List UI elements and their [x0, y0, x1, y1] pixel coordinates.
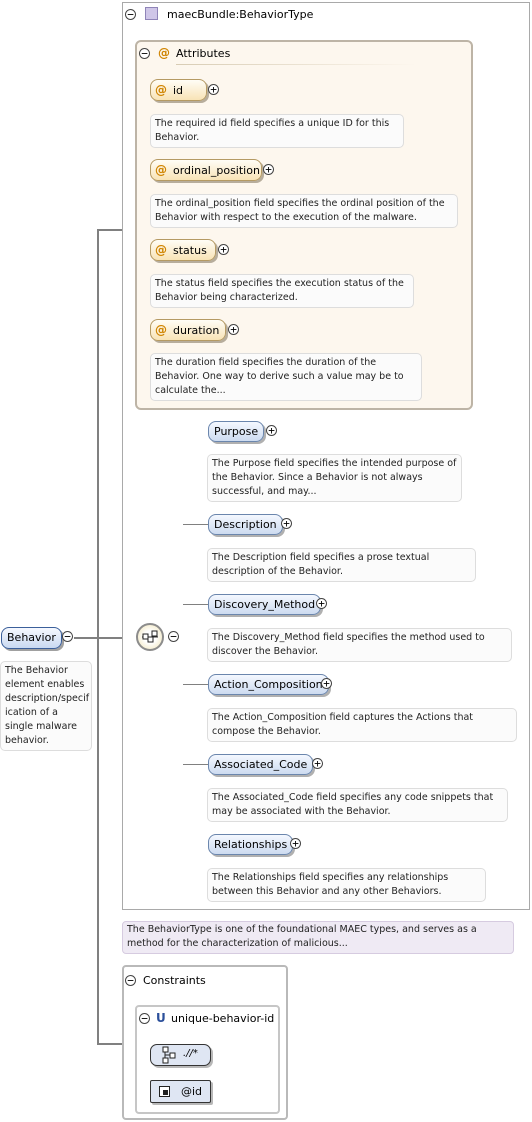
- element-purpose-expand-icon[interactable]: +: [266, 425, 277, 436]
- type-collapse-icon[interactable]: −: [125, 9, 136, 20]
- branch-line: [183, 524, 208, 525]
- constraints-collapse-icon[interactable]: −: [125, 975, 136, 986]
- sequence-compositor-icon[interactable]: [136, 623, 164, 651]
- element-action-composition-expand-icon[interactable]: +: [321, 678, 332, 689]
- attribute-duration-doc: The duration field specifies the duratio…: [150, 353, 422, 401]
- root-connector-h: [74, 637, 136, 639]
- element-associated-code[interactable]: Associated_Code: [208, 754, 314, 775]
- attribute-duration-label: duration: [173, 324, 220, 337]
- at-icon: @: [155, 243, 167, 257]
- attribute-id-expand-icon[interactable]: +: [208, 84, 219, 95]
- attribute-status-expand-icon[interactable]: +: [218, 244, 229, 255]
- constraints-header: Constraints: [143, 974, 206, 987]
- element-description[interactable]: Description: [208, 514, 283, 535]
- selector-box[interactable]: .//*: [150, 1044, 211, 1066]
- attributes-header-rule: [176, 64, 416, 65]
- type-bracket-v: [97, 230, 99, 1044]
- field-xpath: @id: [181, 1085, 203, 1098]
- attribute-ordinal-position-label: ordinal_position: [173, 164, 260, 177]
- attribute-id-label: id: [173, 84, 184, 97]
- unique-icon: U: [156, 1011, 166, 1025]
- at-icon: @: [155, 163, 167, 177]
- element-action-composition-doc: The Action_Composition field captures th…: [207, 708, 517, 742]
- element-description-doc: The Description field specifies a prose …: [207, 548, 476, 582]
- unique-collapse-icon[interactable]: −: [139, 1013, 150, 1024]
- type-doc: The BehaviorType is one of the foundatio…: [122, 921, 514, 954]
- attributes-collapse-icon[interactable]: −: [139, 48, 150, 59]
- branch-line: [183, 604, 208, 605]
- attribute-ordinal-position[interactable]: @ ordinal_position: [150, 159, 262, 181]
- attribute-status-doc: The status field specifies the execution…: [150, 274, 414, 308]
- attribute-status[interactable]: @ status: [150, 239, 216, 261]
- element-purpose-doc: The Purpose field specifies the intended…: [207, 454, 462, 502]
- selector-xpath: .//*: [183, 1048, 198, 1059]
- field-icon: [159, 1086, 170, 1097]
- at-icon: @: [155, 83, 167, 97]
- attribute-id-doc: The required id field specifies a unique…: [150, 114, 404, 148]
- element-relationships-expand-icon[interactable]: +: [290, 838, 301, 849]
- field-box[interactable]: @id: [150, 1080, 211, 1103]
- attributes-at-icon: @: [158, 46, 170, 60]
- root-element-behavior[interactable]: Behavior: [1, 627, 62, 649]
- attributes-header: Attributes: [176, 47, 231, 60]
- element-discovery-method-expand-icon[interactable]: +: [316, 598, 327, 609]
- branch-line: [183, 684, 208, 685]
- attribute-duration[interactable]: @ duration: [150, 319, 226, 341]
- element-relationships[interactable]: Relationships: [208, 834, 294, 855]
- selector-icon: [162, 1046, 176, 1064]
- sequence-glyph: [142, 630, 158, 643]
- attribute-ordinal-position-expand-icon[interactable]: +: [263, 164, 274, 175]
- element-purpose[interactable]: Purpose: [208, 421, 265, 442]
- element-discovery-method[interactable]: Discovery_Method: [208, 594, 322, 615]
- root-collapse-icon[interactable]: −: [62, 631, 73, 642]
- element-description-expand-icon[interactable]: +: [281, 518, 292, 529]
- sequence-collapse-icon[interactable]: −: [168, 631, 179, 642]
- type-bracket-top: [97, 229, 135, 231]
- branch-line: [183, 764, 208, 765]
- element-associated-code-doc: The Associated_Code field specifies any …: [207, 788, 508, 822]
- attribute-status-label: status: [173, 244, 207, 257]
- element-associated-code-expand-icon[interactable]: +: [312, 758, 323, 769]
- unique-constraint-name: unique-behavior-id: [171, 1012, 275, 1025]
- attribute-id[interactable]: @ id: [150, 79, 207, 101]
- type-name: maecBundle:BehaviorType: [167, 8, 314, 21]
- at-icon: @: [155, 323, 167, 337]
- attribute-ordinal-position-doc: The ordinal_position field specifies the…: [150, 194, 458, 228]
- attribute-duration-expand-icon[interactable]: +: [228, 324, 239, 335]
- element-action-composition[interactable]: Action_Composition: [208, 674, 329, 695]
- element-discovery-method-doc: The Discovery_Method field specifies the…: [207, 628, 512, 662]
- element-relationships-doc: The Relationships field specifies any re…: [207, 868, 486, 902]
- type-bracket-bottom: [97, 1043, 123, 1045]
- complex-type-icon: [145, 7, 158, 20]
